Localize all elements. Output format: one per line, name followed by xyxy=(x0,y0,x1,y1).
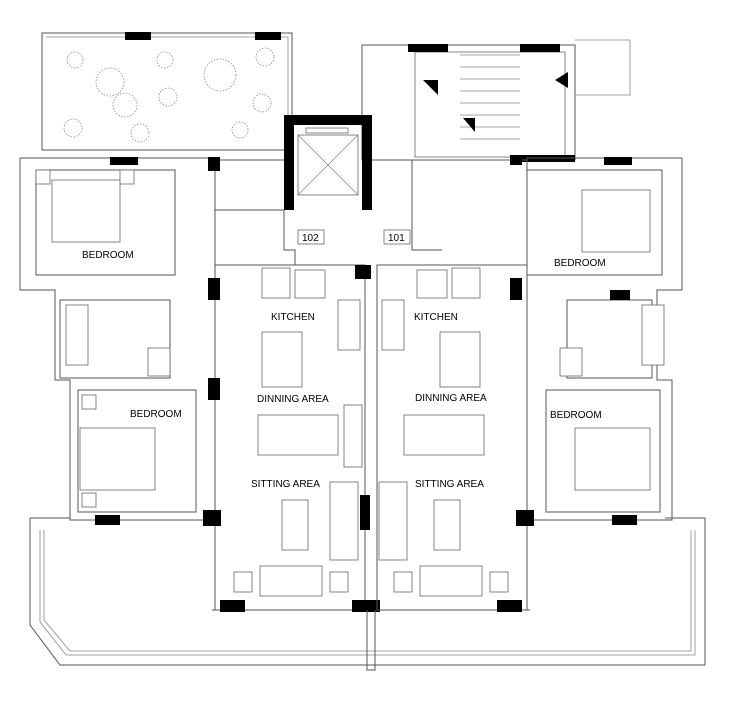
label-sitting-area: SITTING AREA xyxy=(415,479,484,490)
tree-icon xyxy=(252,93,272,113)
tree-icon xyxy=(255,47,275,67)
room-labels: 102 101 BEDROOM BEDROOM KITCHEN DINNING … xyxy=(82,229,606,490)
tree-icon xyxy=(158,87,178,107)
tree-icon xyxy=(112,92,138,118)
label-bedroom: BEDROOM xyxy=(550,410,602,421)
tree-icon xyxy=(203,58,237,92)
label-sitting-area: SITTING AREA xyxy=(251,479,320,490)
tree-icon xyxy=(66,51,84,69)
label-dining-area: DINNING AREA xyxy=(415,393,487,404)
tree-icon xyxy=(156,51,174,69)
label-kitchen: KITCHEN xyxy=(414,312,458,323)
unit-102-walls xyxy=(19,157,380,612)
unit-101-walls xyxy=(376,157,683,612)
label-bedroom: BEDROOM xyxy=(82,250,134,261)
garden xyxy=(41,32,293,151)
label-kitchen: KITCHEN xyxy=(271,312,315,323)
elevator xyxy=(284,115,372,210)
tree-icon xyxy=(95,67,125,97)
staircase xyxy=(361,39,631,162)
balcony xyxy=(29,517,706,671)
tree-icon xyxy=(130,123,150,143)
unit-number-101: 101 xyxy=(388,233,405,244)
label-dining-area: DINNING AREA xyxy=(257,394,329,405)
unit-number-102: 102 xyxy=(302,233,319,244)
label-bedroom: BEDROOM xyxy=(554,258,606,269)
tree-icon xyxy=(63,118,83,138)
label-bedroom: BEDROOM xyxy=(130,409,182,420)
tree-icon xyxy=(231,121,249,139)
